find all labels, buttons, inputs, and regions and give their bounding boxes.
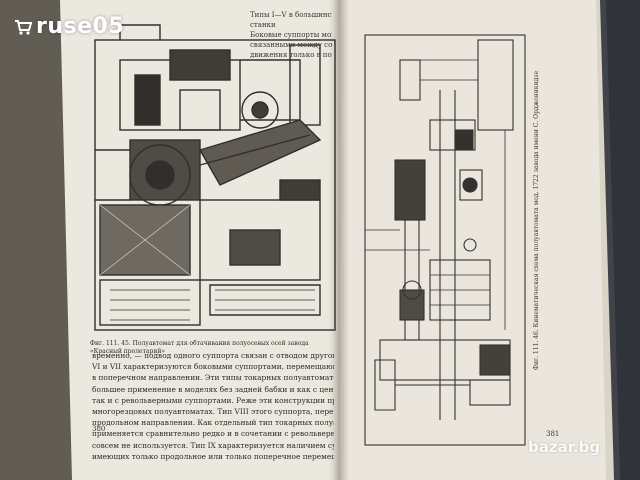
body-line: продольном направлении. Как отдельный ти… [92,418,334,428]
top-line: Боковые суппорты могут располагаться на … [250,31,332,39]
cart-icon [14,16,33,41]
page-number-left: 380 [92,425,106,433]
body-line: многорезцовых полуавтоматах. Тип VIII эт… [92,407,334,417]
body-line: VI и VII характеризуются боковыми суппор… [92,362,334,372]
body-line: временно, — подвод одного суппорта связа… [92,351,334,360]
body-line: совсем не используется. Тип IX характери… [92,440,334,450]
body-line: большее применение в моделях без задней … [92,384,334,394]
watermark-text: ruse05 [36,14,125,39]
top-line: движения только в поперечном направлении… [250,51,332,59]
body-line: применяется сравнительно редко и в сочет… [92,429,334,439]
page-number-right: 381 [546,430,560,438]
kinematic-scheme [364,34,526,446]
left-page-top-text: Типы I—V в большинстве случаев выполняют… [250,10,332,60]
top-line: Типы I—V в большинстве случаев выполняют… [250,11,332,19]
top-line: связанными между собой (тип VI). При это… [250,41,332,49]
watermark-bazar: bazar.bg [528,438,601,456]
figure-caption: Фиг. 111. 45. Полуавтомат для обтачивани… [90,340,309,355]
machine-drawing [94,24,336,331]
body-line: в поперечном направлении. Эти типы токар… [92,373,334,383]
watermark-ruse05: ruse05 [14,14,124,41]
top-line: станки [250,21,276,29]
right-figure-caption: Фиг. 111. 46. Кинематическая схема полуа… [533,70,540,370]
body-line: так и с револьверными суппортами. Реже э… [92,395,334,405]
body-line: имеющих только продольное или только поп… [92,451,334,461]
left-page-body: временно, — подвод одного суппорта связа… [92,350,334,462]
